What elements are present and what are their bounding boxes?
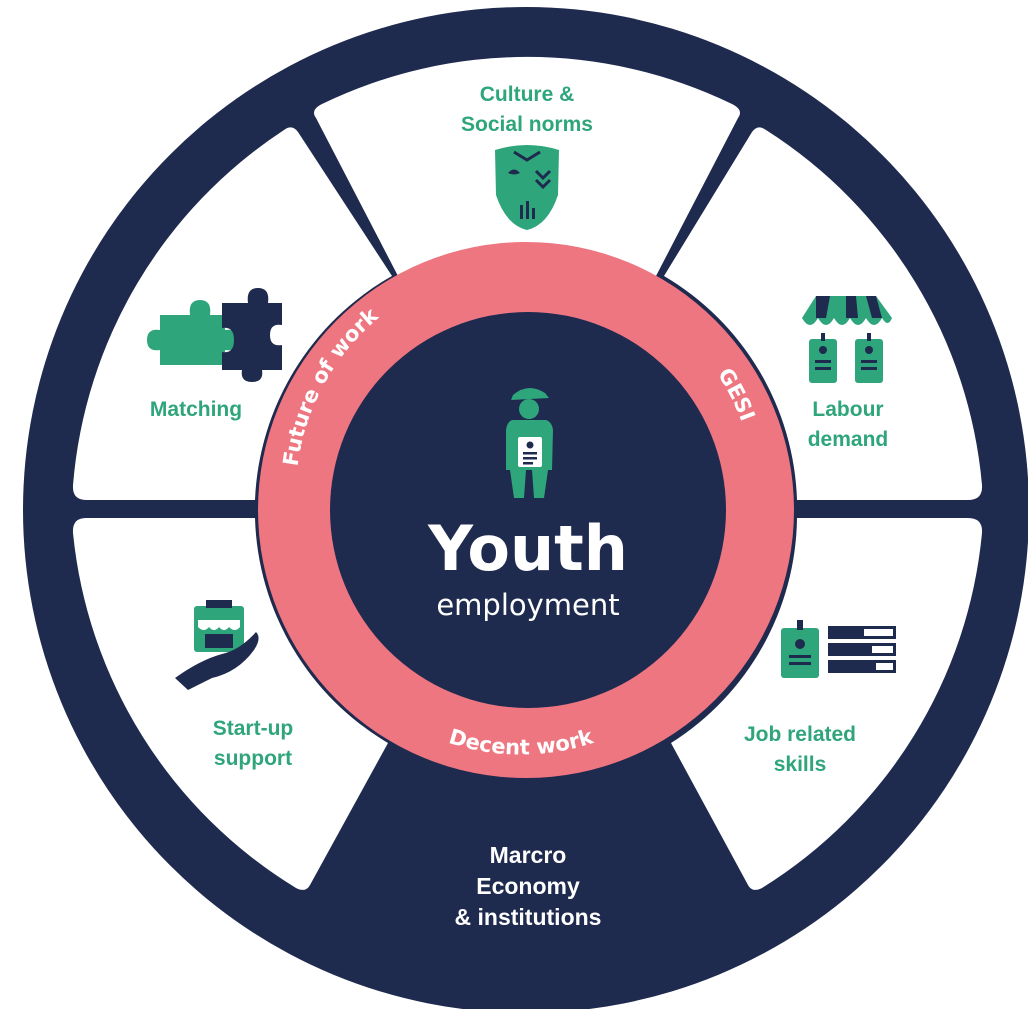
segment-startup [72, 518, 388, 890]
macro-label-line3: & institutions [455, 904, 602, 930]
mask-icon [495, 145, 559, 230]
labour-label-line1: Labour [812, 398, 883, 421]
startup-label-line1: Start-up [213, 717, 294, 740]
id-card-skills-icon [781, 620, 896, 678]
matching-label: Matching [150, 398, 242, 421]
center-title: Youth [427, 512, 628, 585]
center-circle [330, 312, 726, 708]
hand-shop-icon [175, 600, 259, 690]
labour-label-line2: demand [808, 428, 889, 451]
segment-skills [671, 518, 983, 890]
startup-label-line2: support [214, 747, 292, 770]
skills-label-line2: skills [774, 753, 827, 776]
culture-label-line2: Social norms [461, 113, 593, 136]
puzzle-icon [147, 288, 282, 382]
skills-label-line1: Job related [744, 723, 856, 746]
culture-label-line1: Culture & [480, 83, 575, 106]
macro-label-line2: Economy [476, 873, 580, 899]
worker-icon [506, 387, 553, 498]
market-stall-icon [802, 296, 892, 383]
macro-label-line1: Marcro [490, 842, 567, 868]
center-subtitle: employment [436, 588, 619, 622]
